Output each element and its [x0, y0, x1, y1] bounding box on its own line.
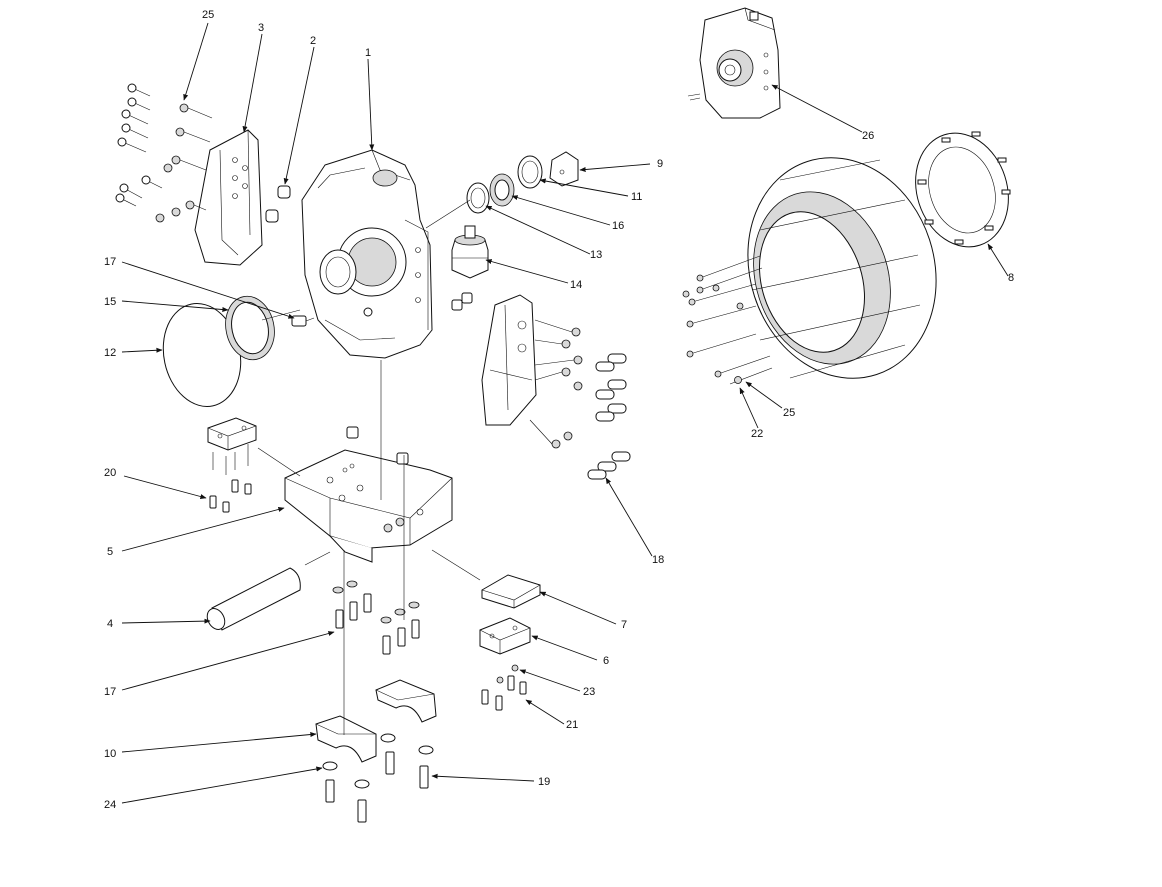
part-20-block — [207, 417, 257, 513]
part-10-clamp-upper — [375, 679, 437, 723]
callout-23: 23 — [583, 686, 595, 698]
callout-26: 26 — [862, 130, 874, 142]
part-21-bolts — [481, 675, 527, 711]
callout-14: 14 — [570, 279, 582, 291]
part-17-small-bolt — [291, 315, 315, 327]
part-3-left-bracket — [194, 129, 263, 266]
callout-4: 4 — [107, 618, 113, 630]
callout-labels: 25 3 2 1 26 9 11 16 13 14 8 17 15 12 25 … — [104, 9, 1014, 811]
callout-22: 22 — [751, 428, 763, 440]
callout-16: 16 — [612, 220, 624, 232]
left-bracket-bolts — [115, 83, 213, 223]
part-19-bolts — [325, 751, 429, 823]
part-6-block — [479, 617, 531, 655]
callout-15: 15 — [104, 296, 116, 308]
right-bracket — [481, 294, 537, 426]
part-5-base-plate — [284, 449, 453, 563]
drum-assembly — [747, 157, 937, 379]
callout-10: 10 — [104, 748, 116, 760]
small-bushings-center — [451, 292, 473, 311]
callout-19: 19 — [538, 776, 550, 788]
part-15-seal — [225, 295, 275, 361]
callout-7: 7 — [621, 619, 627, 631]
callout-25-right: 25 — [783, 407, 795, 419]
callout-21: 21 — [566, 719, 578, 731]
part-14-breather — [451, 225, 489, 279]
base-washers-bolts — [332, 580, 420, 655]
callout-8: 8 — [1008, 272, 1014, 284]
callout-25-top: 25 — [202, 9, 214, 21]
part-26-gearbox-small — [687, 7, 781, 119]
callout-2: 2 — [310, 35, 316, 47]
part-1-gearbox-housing — [301, 149, 433, 359]
part-13-ring — [466, 182, 490, 214]
callout-11: 11 — [631, 191, 642, 203]
callout-24: 24 — [104, 799, 116, 811]
part-11-seal-ring — [517, 155, 543, 189]
part-23-nuts — [496, 664, 519, 684]
callout-12: 12 — [104, 347, 116, 359]
callout-17-bottom: 17 — [104, 686, 116, 698]
part-8-ring — [915, 131, 1011, 248]
leader-lines — [121, 22, 1009, 804]
part-10-clamp-lower — [315, 715, 377, 763]
part-16-seal — [489, 173, 515, 207]
callout-18: 18 — [652, 554, 664, 566]
callout-9: 9 — [657, 158, 663, 170]
base-plate-pins — [346, 426, 409, 465]
callout-6: 6 — [603, 655, 609, 667]
part-18-bolts — [529, 319, 631, 480]
callout-5: 5 — [107, 546, 113, 558]
callout-17-top: 17 — [104, 256, 116, 268]
drum-bolts — [682, 255, 773, 385]
part-24-washers — [322, 733, 434, 789]
part-9-cap — [549, 151, 579, 187]
part-2-bushing — [265, 185, 291, 223]
part-4-shaft — [206, 567, 301, 631]
part-7-plate — [481, 574, 541, 609]
callout-3: 3 — [258, 22, 264, 34]
callout-1: 1 — [365, 47, 371, 59]
callout-13: 13 — [590, 249, 602, 261]
callout-20: 20 — [104, 467, 116, 479]
